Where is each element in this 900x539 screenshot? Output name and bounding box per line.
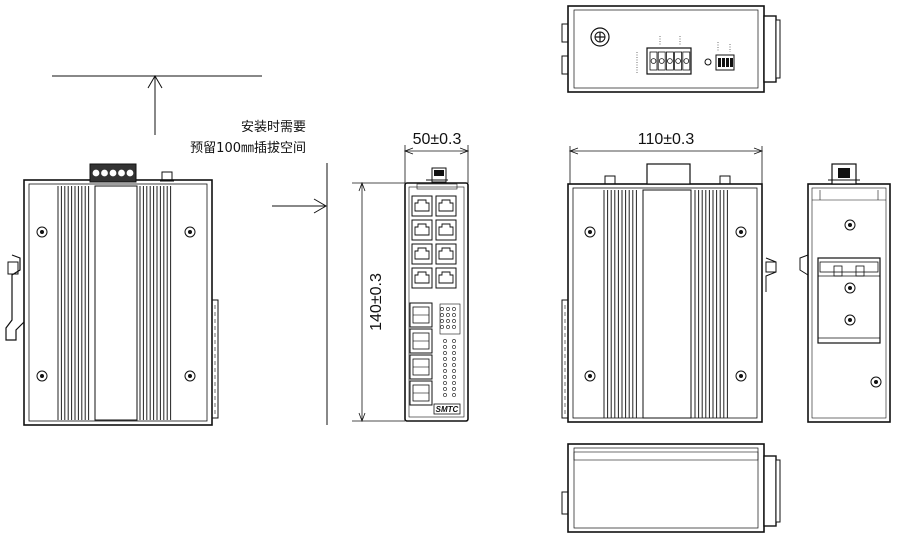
status-led <box>443 363 447 367</box>
front-view: 50±0.3 140±0.3 SMTC <box>352 131 470 423</box>
status-led <box>443 339 447 343</box>
status-led <box>446 313 450 317</box>
terminal-screw <box>650 58 657 64</box>
screw-center <box>188 230 192 234</box>
terminal-screw <box>126 169 134 177</box>
rj45-jack <box>414 199 430 212</box>
screw-center <box>848 286 852 290</box>
status-led <box>452 357 456 361</box>
brand-logo: SMTC <box>436 405 459 414</box>
dip-switch <box>726 58 729 67</box>
status-led <box>452 325 456 329</box>
status-led <box>443 345 447 349</box>
terminal-screw <box>683 58 690 64</box>
status-led <box>443 375 447 379</box>
rj45-jack <box>414 223 430 236</box>
rj45-jack <box>438 223 454 236</box>
dim-depth-label: 110±0.3 <box>638 131 695 148</box>
screw-center <box>739 374 743 378</box>
led-panel <box>439 303 461 335</box>
terminal-screw <box>675 58 681 64</box>
screw-center <box>739 230 743 234</box>
status-led <box>446 307 450 311</box>
terminal-screw <box>101 169 108 177</box>
status-led <box>443 369 447 373</box>
rear-view <box>765 163 891 423</box>
status-led <box>440 313 444 317</box>
status-led <box>452 351 456 355</box>
status-led <box>452 393 456 397</box>
rj45-jack <box>438 199 454 212</box>
status-led <box>452 369 456 373</box>
status-led <box>443 387 447 391</box>
status-led <box>452 339 456 343</box>
status-led <box>440 325 444 329</box>
rj45-jack <box>438 271 454 284</box>
screw-center <box>40 230 44 234</box>
terminal-screw <box>109 169 117 177</box>
screw-center <box>588 374 592 378</box>
terminal-screw <box>667 58 673 64</box>
status-led <box>440 307 444 311</box>
status-led <box>443 381 447 385</box>
side-view: 110±0.3 <box>561 131 764 423</box>
dim-width-label: 50±0.3 <box>413 131 462 148</box>
status-led <box>452 307 456 311</box>
status-led <box>443 393 447 397</box>
terminal-screw <box>658 58 665 64</box>
rj45-jack <box>414 271 430 284</box>
status-led <box>452 319 456 323</box>
dip-switch <box>722 58 725 67</box>
status-led <box>452 345 456 349</box>
screw-center <box>848 223 852 227</box>
side-view-mounted <box>5 75 328 426</box>
screw-center <box>848 318 852 322</box>
terminal-screw <box>92 169 100 177</box>
screw-center <box>40 374 44 378</box>
dip-switch <box>730 58 733 67</box>
dip-switch <box>718 58 721 67</box>
status-led <box>443 351 447 355</box>
status-led <box>452 375 456 379</box>
status-led <box>446 319 450 323</box>
status-led <box>440 319 444 323</box>
install-note-line2: 预留100㎜插拔空间 <box>190 141 306 156</box>
status-led <box>452 381 456 385</box>
top-view <box>561 5 781 93</box>
rj45-jack <box>414 247 430 260</box>
status-led <box>452 363 456 367</box>
terminal-screw <box>118 169 125 177</box>
screw-center <box>188 374 192 378</box>
dim-height-label: 140±0.3 <box>368 273 385 331</box>
status-led <box>443 357 447 361</box>
status-led <box>452 387 456 391</box>
install-note-line1: 安装时需要 <box>241 120 306 135</box>
rj45-jack <box>438 247 454 260</box>
screw-center <box>874 380 878 384</box>
status-led <box>452 313 456 317</box>
bottom-view <box>561 443 781 533</box>
status-led <box>446 325 450 329</box>
screw-center <box>588 230 592 234</box>
